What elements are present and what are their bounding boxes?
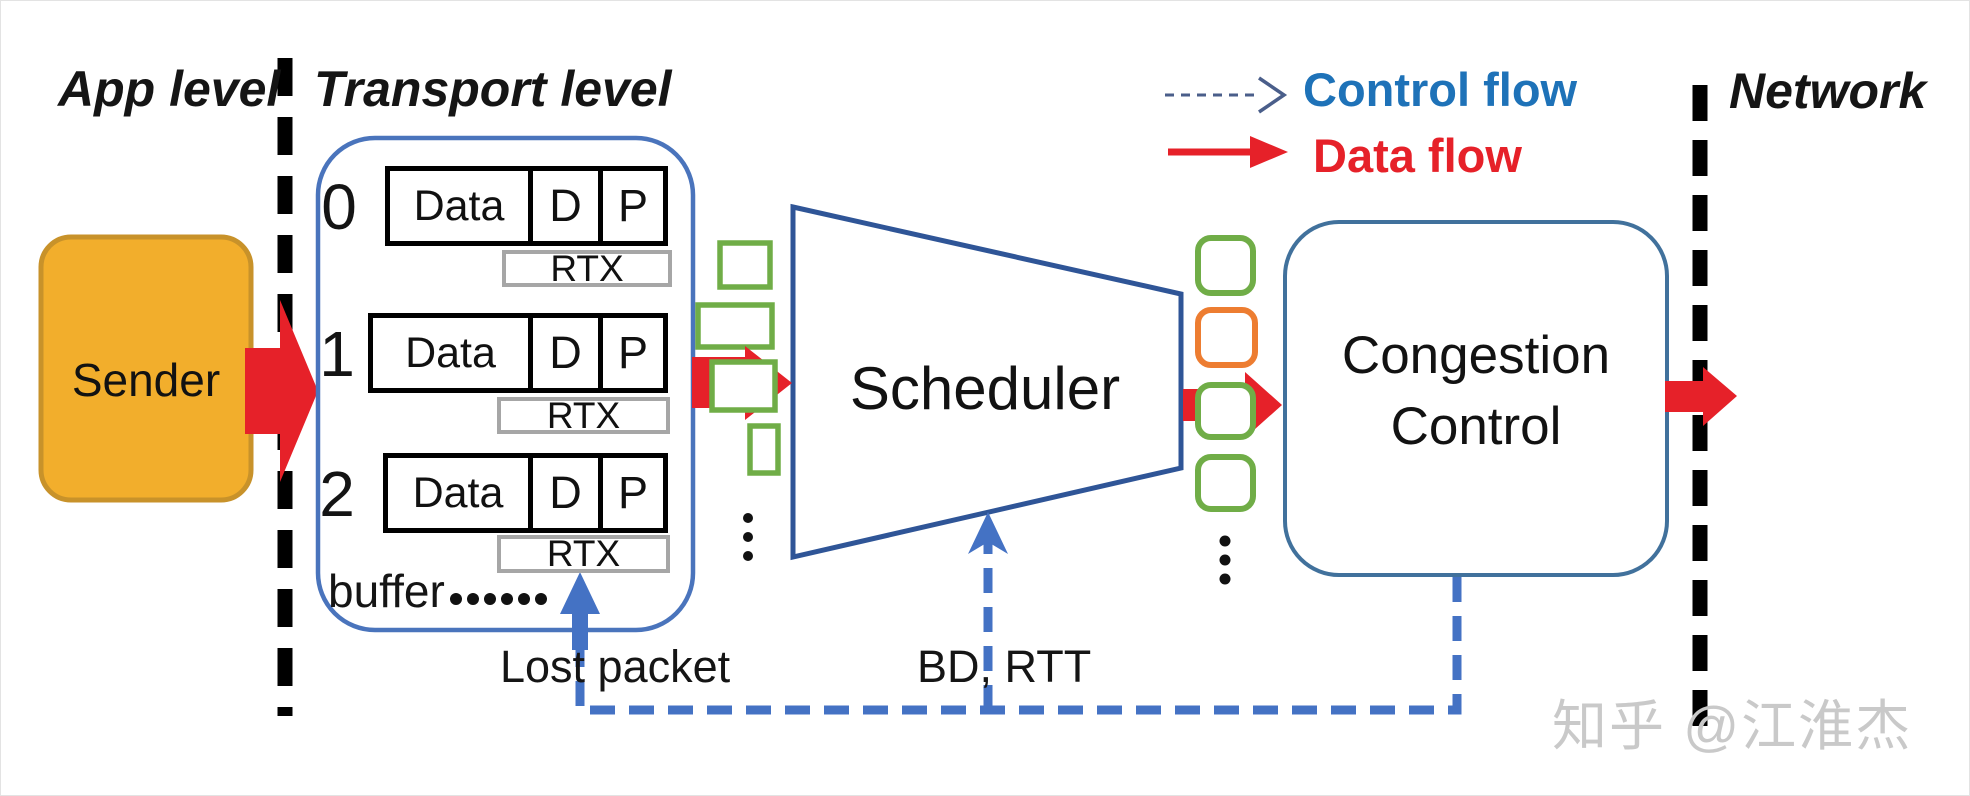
packet-left-4 bbox=[747, 423, 781, 476]
stream-0-data-field: Data bbox=[413, 181, 505, 230]
data-arrow-cc-to-network bbox=[1665, 367, 1737, 426]
bd-rtt-annotation: BD, RTT bbox=[917, 641, 1092, 692]
legend-control-flow-label: Control flow bbox=[1303, 63, 1578, 116]
data-arrow-sender-to-buffer bbox=[245, 300, 318, 482]
lost-packet-arrow bbox=[560, 572, 600, 650]
buffer-ellipsis-dots bbox=[450, 593, 547, 605]
stream-2-p-field: P bbox=[598, 458, 663, 528]
packet-left-2 bbox=[695, 302, 775, 350]
stream-2-rtx-box: RTX bbox=[497, 533, 670, 574]
buffer-label: buffer bbox=[328, 565, 445, 617]
stream-1-packet: Data D P bbox=[368, 313, 668, 393]
stream-2-data-field: Data bbox=[412, 468, 504, 517]
stream-1-id: 1 bbox=[319, 318, 355, 390]
transport-level-label: Transport level bbox=[314, 61, 672, 117]
lost-packet-annotation: Lost packet bbox=[500, 641, 731, 692]
packet-right-3 bbox=[1195, 382, 1256, 440]
congestion-control-label-box: Congestion Control bbox=[1293, 320, 1659, 462]
sender-label-box: Sender bbox=[41, 237, 251, 500]
scheduler-label: Scheduler bbox=[849, 354, 1121, 422]
scheduler-shape bbox=[790, 203, 1184, 561]
packet-left-3 bbox=[709, 359, 778, 413]
packet-right-1 bbox=[1195, 235, 1256, 296]
stream-0-packet: Data D P bbox=[385, 166, 668, 246]
legend-data-flow-label: Data flow bbox=[1313, 129, 1522, 182]
right-queue-ellipsis-dots bbox=[1219, 535, 1231, 585]
sender-label: Sender bbox=[71, 353, 221, 406]
congestion-control-label-line2: Control bbox=[1390, 397, 1562, 456]
stream-2-id: 2 bbox=[319, 458, 355, 530]
stream-2-packet: Data D P bbox=[383, 453, 668, 533]
stream-0-rtx-box: RTX bbox=[502, 248, 672, 289]
legend-control-flow-arrowhead bbox=[1258, 76, 1288, 114]
packet-left-1 bbox=[717, 240, 773, 290]
watermark-text: 知乎 @江淮杰 bbox=[1552, 695, 1913, 757]
bd-rtt-arrowhead bbox=[968, 512, 1008, 554]
stream-1-data-field: Data bbox=[405, 328, 496, 377]
congestion-control-label-line1: Congestion bbox=[1341, 326, 1611, 385]
app-level-label: App level bbox=[58, 61, 281, 117]
stream-1-rtx-box: RTX bbox=[497, 395, 670, 436]
left-queue-ellipsis-dots bbox=[743, 513, 753, 561]
stream-1-d-field: D bbox=[528, 318, 598, 388]
stream-1-p-field: P bbox=[598, 318, 663, 388]
stream-0-id: 0 bbox=[321, 171, 357, 243]
stream-2-d-field: D bbox=[528, 458, 598, 528]
stream-0-p-field: P bbox=[598, 171, 663, 241]
stream-0-d-field: D bbox=[528, 171, 598, 241]
packet-right-4 bbox=[1195, 454, 1256, 512]
scheduler-label-box: Scheduler bbox=[795, 345, 1175, 431]
packet-right-2-orange bbox=[1195, 307, 1258, 368]
legend-data-flow-arrowhead bbox=[1250, 136, 1288, 168]
network-level-label: Network bbox=[1729, 63, 1927, 119]
